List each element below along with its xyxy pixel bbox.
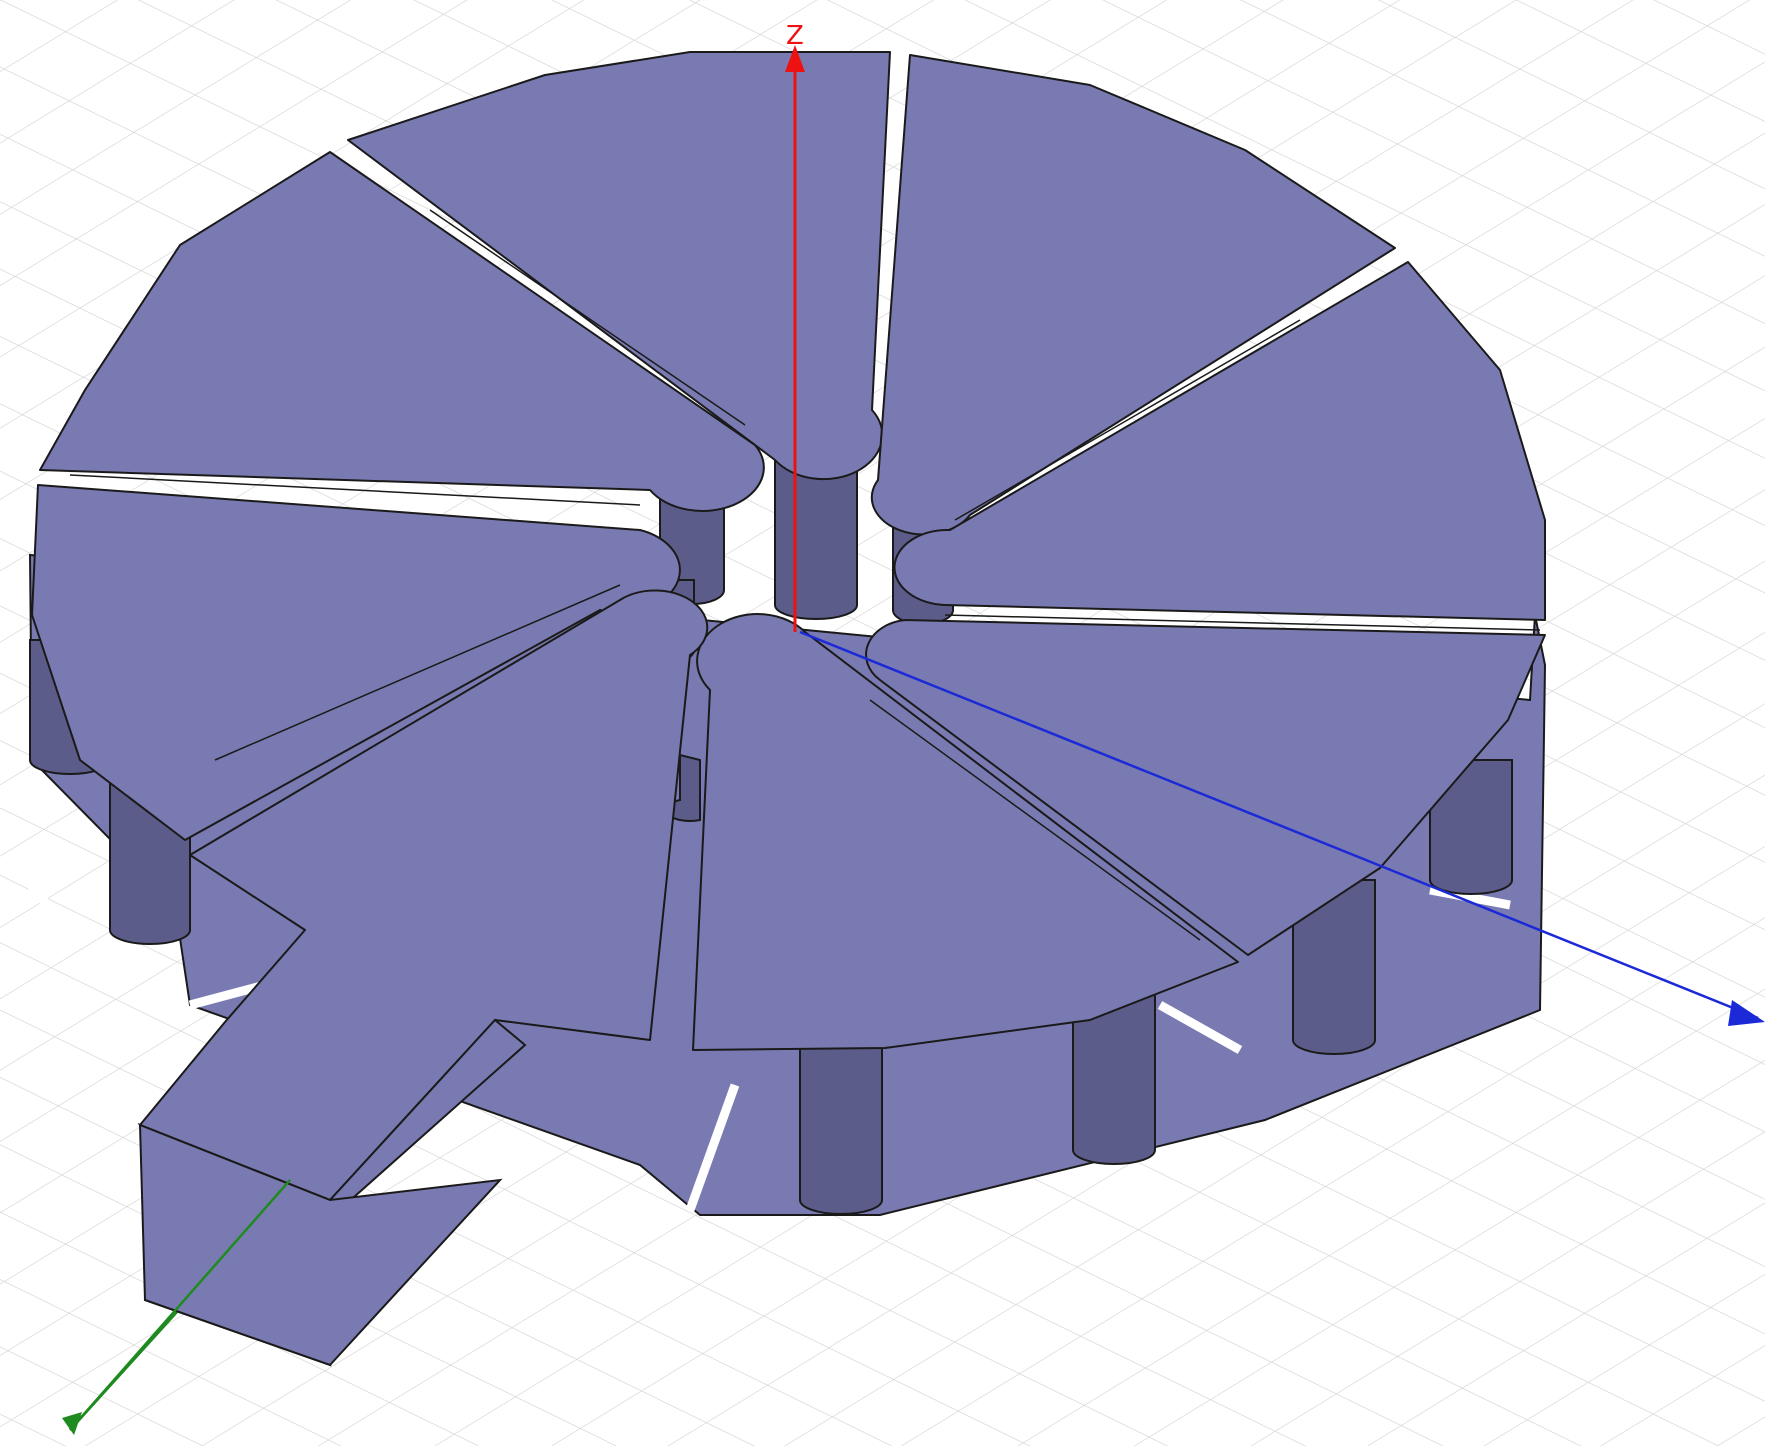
petal-southwest-feed [139, 589, 709, 1201]
via-post [1429, 759, 1513, 895]
petal-northeast [870, 54, 1396, 536]
via-post [1292, 879, 1376, 1055]
petal-east [893, 261, 1546, 621]
z-axis: Z [785, 21, 805, 632]
feed-line [137, 1018, 527, 1367]
petal-bevels [69, 209, 1541, 941]
x-axis [799, 630, 1765, 1026]
petal-southeast [865, 619, 1546, 956]
petal-south [692, 613, 1239, 1051]
via-post [799, 1039, 883, 1215]
via-post [1072, 989, 1156, 1165]
y-axis-head [62, 1412, 82, 1435]
z-axis-label: Z [786, 21, 804, 51]
top-petals [31, 51, 1546, 1201]
y-axis-overlay [69, 1179, 291, 1431]
petal-northwest [39, 151, 765, 512]
petal-north [347, 51, 891, 481]
